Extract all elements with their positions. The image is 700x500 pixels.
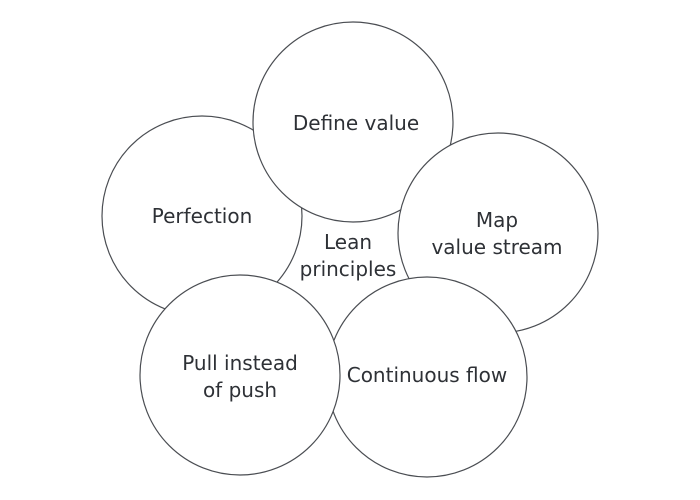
node-pull-instead-of-push-label-line1: Pull instead xyxy=(182,351,298,375)
center-label-line1: Lean xyxy=(324,230,372,254)
node-continuous-flow: Continuous flow xyxy=(326,276,528,478)
node-define-value-label: Define value xyxy=(293,111,419,135)
center-label-line2: principles xyxy=(300,257,397,281)
center-label: Lean principles xyxy=(300,230,397,281)
node-perfection: Perfection xyxy=(101,115,303,317)
node-map-value-stream-label-line2: value stream xyxy=(431,235,562,259)
node-define-value: Define value xyxy=(252,21,454,223)
node-pull-instead-of-push-label-line2: of push xyxy=(203,378,277,402)
node-map-value-stream-label-line1: Map xyxy=(476,208,518,232)
node-pull-instead-of-push-circle xyxy=(139,274,341,476)
node-continuous-flow-label: Continuous flow xyxy=(347,363,508,387)
node-perfection-label: Perfection xyxy=(152,204,253,228)
node-pull-instead-of-push: Pull instead of push xyxy=(139,274,341,476)
node-define-value-circle xyxy=(252,21,454,223)
